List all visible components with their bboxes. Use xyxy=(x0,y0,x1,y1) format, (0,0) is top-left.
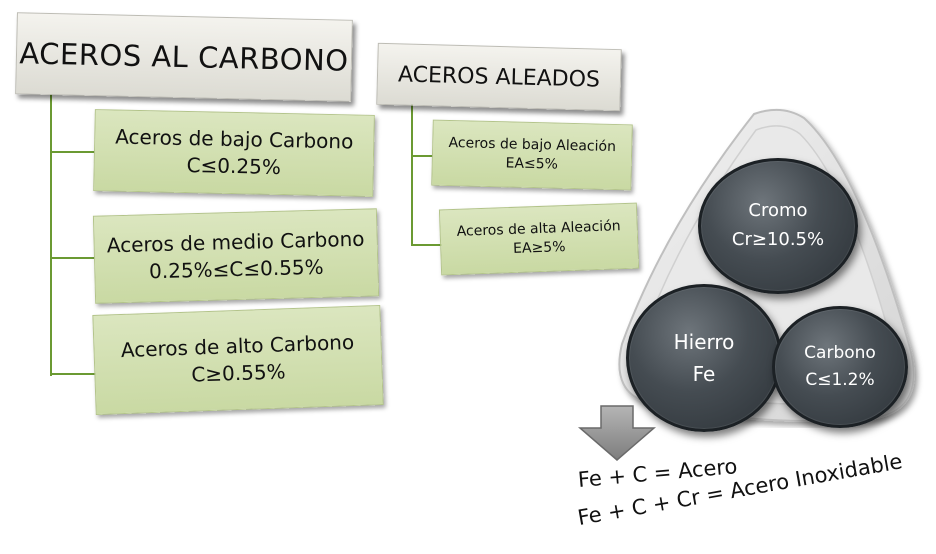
aceros-aleados-header: ACEROS ALEADOS xyxy=(376,42,622,112)
box-baja-aleacion-value: EA≤5% xyxy=(505,155,559,173)
box-bajo-carbono-value: C≤0.25% xyxy=(186,153,282,179)
box-alto-carbono-value: C≥0.55% xyxy=(190,359,286,387)
box-medio-carbono-label: Aceros de medio Carbono xyxy=(106,226,365,258)
connector-trunk-carbono xyxy=(50,86,52,376)
circle-hierro: Hierro Fe xyxy=(626,284,782,432)
circle-hierro-name: Hierro xyxy=(673,330,735,354)
box-baja-aleacion: Aceros de bajo Aleación EA≤5% xyxy=(431,119,633,191)
box-alta-aleacion-value: EA≥5% xyxy=(512,239,566,257)
connector-branch-medio xyxy=(50,257,96,259)
box-medio-carbono: Aceros de medio Carbono 0.25%≤C≤0.55% xyxy=(92,208,380,304)
circle-carbono: Carbono C≤1.2% xyxy=(772,306,908,428)
box-bajo-carbono-label: Aceros de bajo Carbono xyxy=(114,124,354,154)
connector-trunk-aleados xyxy=(411,100,413,246)
box-medio-carbono-value: 0.25%≤C≤0.55% xyxy=(148,254,324,284)
circle-carbono-name: Carbono xyxy=(804,342,876,363)
box-baja-aleacion-label: Aceros de bajo Aleación xyxy=(448,135,617,156)
box-alto-carbono: Aceros de alto Carbono C≥0.55% xyxy=(92,305,384,415)
aceros-carbono-title: ACEROS AL CARBONO xyxy=(19,36,349,78)
circle-cromo-name: Cromo xyxy=(748,200,808,222)
circle-hierro-value: Fe xyxy=(692,362,716,386)
connector-branch-alto xyxy=(50,373,96,375)
connector-branch-alta-aleacion xyxy=(411,244,442,246)
aceros-carbono-header: ACEROS AL CARBONO xyxy=(15,12,353,102)
aceros-aleados-title: ACEROS ALEADOS xyxy=(397,61,601,93)
down-arrow-icon xyxy=(577,405,657,461)
circle-cromo: Cromo Cr≥10.5% xyxy=(698,158,858,294)
connector-branch-baja-aleacion xyxy=(411,155,434,157)
box-alto-carbono-label: Aceros de alto Carbono xyxy=(120,329,355,363)
box-bajo-carbono: Aceros de bajo Carbono C≤0.25% xyxy=(93,109,375,197)
circle-cromo-value: Cr≥10.5% xyxy=(731,229,825,250)
circle-carbono-value: C≤1.2% xyxy=(805,370,875,390)
connector-branch-bajo xyxy=(50,151,96,153)
